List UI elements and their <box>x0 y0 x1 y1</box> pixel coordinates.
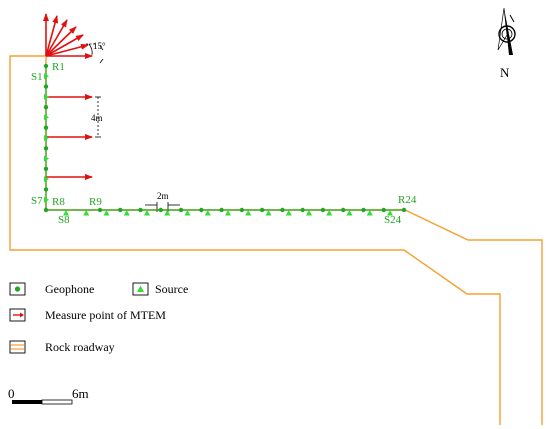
source-marker <box>44 155 49 162</box>
angle-arc <box>88 43 93 56</box>
geophone-markers <box>43 63 407 213</box>
source-markers <box>44 73 393 216</box>
north-label: N <box>500 65 510 80</box>
scale-bar-start-label: 0 <box>8 386 15 401</box>
mtem-arrows <box>46 94 93 180</box>
geophone-marker <box>239 207 245 213</box>
legend-roadway-label: Rock roadway <box>45 340 115 354</box>
label-s7: S7 <box>31 195 43 207</box>
angle-annotation <box>86 43 104 64</box>
source-marker <box>44 135 49 141</box>
source-marker <box>164 210 171 216</box>
source-marker <box>144 210 150 216</box>
source-marker <box>265 210 272 216</box>
geophone-marker <box>43 146 49 151</box>
label-s24: S24 <box>384 214 402 226</box>
mtem-fan-arrow <box>45 34 84 57</box>
source-marker <box>83 210 90 216</box>
source-marker <box>63 210 69 216</box>
geophone-marker <box>43 125 49 130</box>
geophone-marker <box>43 207 49 213</box>
legend-box <box>9 340 26 354</box>
mtem-fan <box>43 13 93 59</box>
source-marker <box>44 176 49 183</box>
mtem-fan-arrow <box>45 19 68 57</box>
geophone-marker <box>320 207 326 213</box>
legend-mtem-label: Measure point of MTEM <box>45 308 166 322</box>
scale-bar-segment-empty <box>41 399 73 405</box>
mtem-fan-arrow <box>45 43 89 57</box>
legend-source-label: Source <box>155 282 188 296</box>
source-marker <box>184 210 191 216</box>
geophone-marker <box>361 207 366 213</box>
geophone-marker <box>199 207 204 213</box>
source-marker <box>44 114 49 121</box>
label-r9: R9 <box>89 196 102 208</box>
source-marker <box>204 210 211 216</box>
angle-mark <box>99 45 104 51</box>
geophone-marker <box>138 207 143 213</box>
source-marker <box>346 210 353 216</box>
geophone-marker <box>341 207 346 213</box>
angle-mark <box>99 58 104 64</box>
geophone-marker <box>300 207 305 213</box>
label-r24: R24 <box>398 194 417 206</box>
roadway-outer-wall <box>9 55 501 425</box>
green-triangle-icon <box>137 285 144 292</box>
spacing-2m-label: 2m <box>157 191 169 201</box>
geophone-marker <box>158 207 163 213</box>
source-marker <box>326 210 333 216</box>
legend-geophone: Geophone <box>9 282 94 296</box>
legend-geophone-label: Geophone <box>45 282 94 296</box>
geophone-marker <box>97 207 103 213</box>
source-marker <box>387 210 393 216</box>
north-arrow-icon <box>497 7 516 55</box>
legend-roadway: Rock roadway <box>9 340 115 354</box>
survey-line <box>45 66 405 211</box>
source-marker <box>44 73 49 80</box>
legend-mtem: Measure point of MTEM <box>9 308 166 322</box>
geophone-marker <box>280 207 285 213</box>
source-marker <box>123 210 130 216</box>
geophone-marker <box>219 207 224 213</box>
geophone-marker <box>43 104 49 110</box>
label-s1: S1 <box>31 71 43 83</box>
spacing-4m-label: 4m <box>91 113 103 123</box>
rock-roadway <box>9 55 543 425</box>
geophone-marker <box>43 84 49 89</box>
label-r1: R1 <box>52 61 65 73</box>
geophone-marker <box>381 207 386 213</box>
geophone-marker <box>178 207 184 213</box>
mtem-fan-arrow <box>45 15 59 57</box>
geophone-marker <box>401 207 407 213</box>
label-r8: R8 <box>52 196 65 208</box>
red-arrowhead <box>20 312 24 318</box>
source-marker <box>225 210 231 216</box>
vertical-dimension <box>95 96 101 138</box>
scale-bar-segment-filled <box>12 400 42 404</box>
source-marker <box>245 210 252 216</box>
geophone-marker <box>259 207 265 213</box>
angle-label: 15° <box>93 41 106 51</box>
legend-source: Source <box>132 282 188 296</box>
roadway-inner-wall <box>45 56 543 425</box>
source-marker <box>285 210 292 216</box>
green-dot-icon <box>14 286 21 292</box>
geophone-marker <box>43 187 49 192</box>
source-marker <box>306 210 312 216</box>
scale-bar: 0 6m <box>8 386 89 405</box>
source-marker <box>44 196 49 203</box>
source-marker <box>44 93 49 100</box>
legend: Geophone Source Measure point of MTEM Ro… <box>9 282 188 354</box>
label-s8: S8 <box>58 214 70 226</box>
geophone-marker <box>43 63 49 69</box>
source-marker <box>103 210 110 216</box>
source-marker <box>366 210 373 216</box>
geophone-marker <box>43 166 49 172</box>
mtem-fan-arrow <box>45 26 77 57</box>
scale-bar-end-label: 6m <box>72 386 89 401</box>
geophone-marker <box>118 207 123 213</box>
